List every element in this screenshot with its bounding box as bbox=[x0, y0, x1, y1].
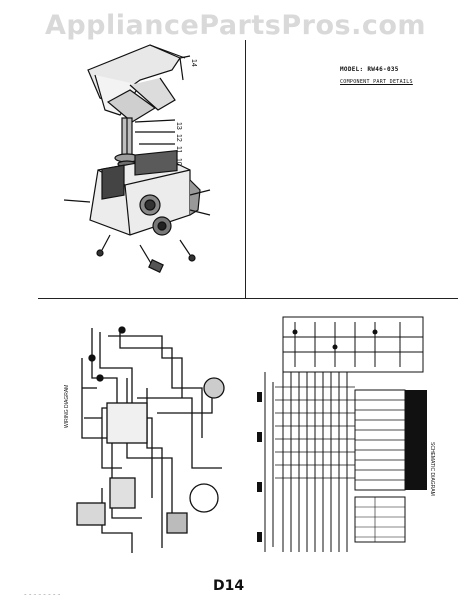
callout-label: 11 bbox=[175, 146, 182, 153]
callout-label: 14 bbox=[190, 59, 197, 67]
wiring-diagram: WIRING DIAGRAM bbox=[64, 326, 225, 553]
wiring-diagram-label: WIRING DIAGRAM bbox=[64, 385, 70, 428]
callout-label: 13 bbox=[175, 122, 182, 130]
watermark: AppliancePartsPros.com bbox=[44, 10, 427, 41]
schematic-label: SCHEMATIC DIAGRAM bbox=[429, 442, 435, 496]
exploded-parts-view: 14 13 12 11 10 bbox=[63, 44, 211, 273]
footnote: ~ ~ ~ ~ ~ ~ ~ ~ bbox=[24, 592, 61, 597]
callout-label: 12 bbox=[175, 134, 182, 142]
model-subtitle: COMPONENT PART DETAILS bbox=[340, 79, 413, 85]
vertical-divider bbox=[245, 40, 246, 298]
schematic-diagram: SCHEMATIC DIAGRAM bbox=[257, 316, 435, 552]
page-id: D14 bbox=[213, 578, 245, 594]
model-label: MODEL: RW46-035 bbox=[340, 66, 399, 73]
callout-label: 10 bbox=[175, 158, 182, 166]
horizontal-divider bbox=[38, 298, 458, 299]
model-header-block: MODEL: RW46-035 COMPONENT PART DETAILS bbox=[340, 66, 413, 85]
